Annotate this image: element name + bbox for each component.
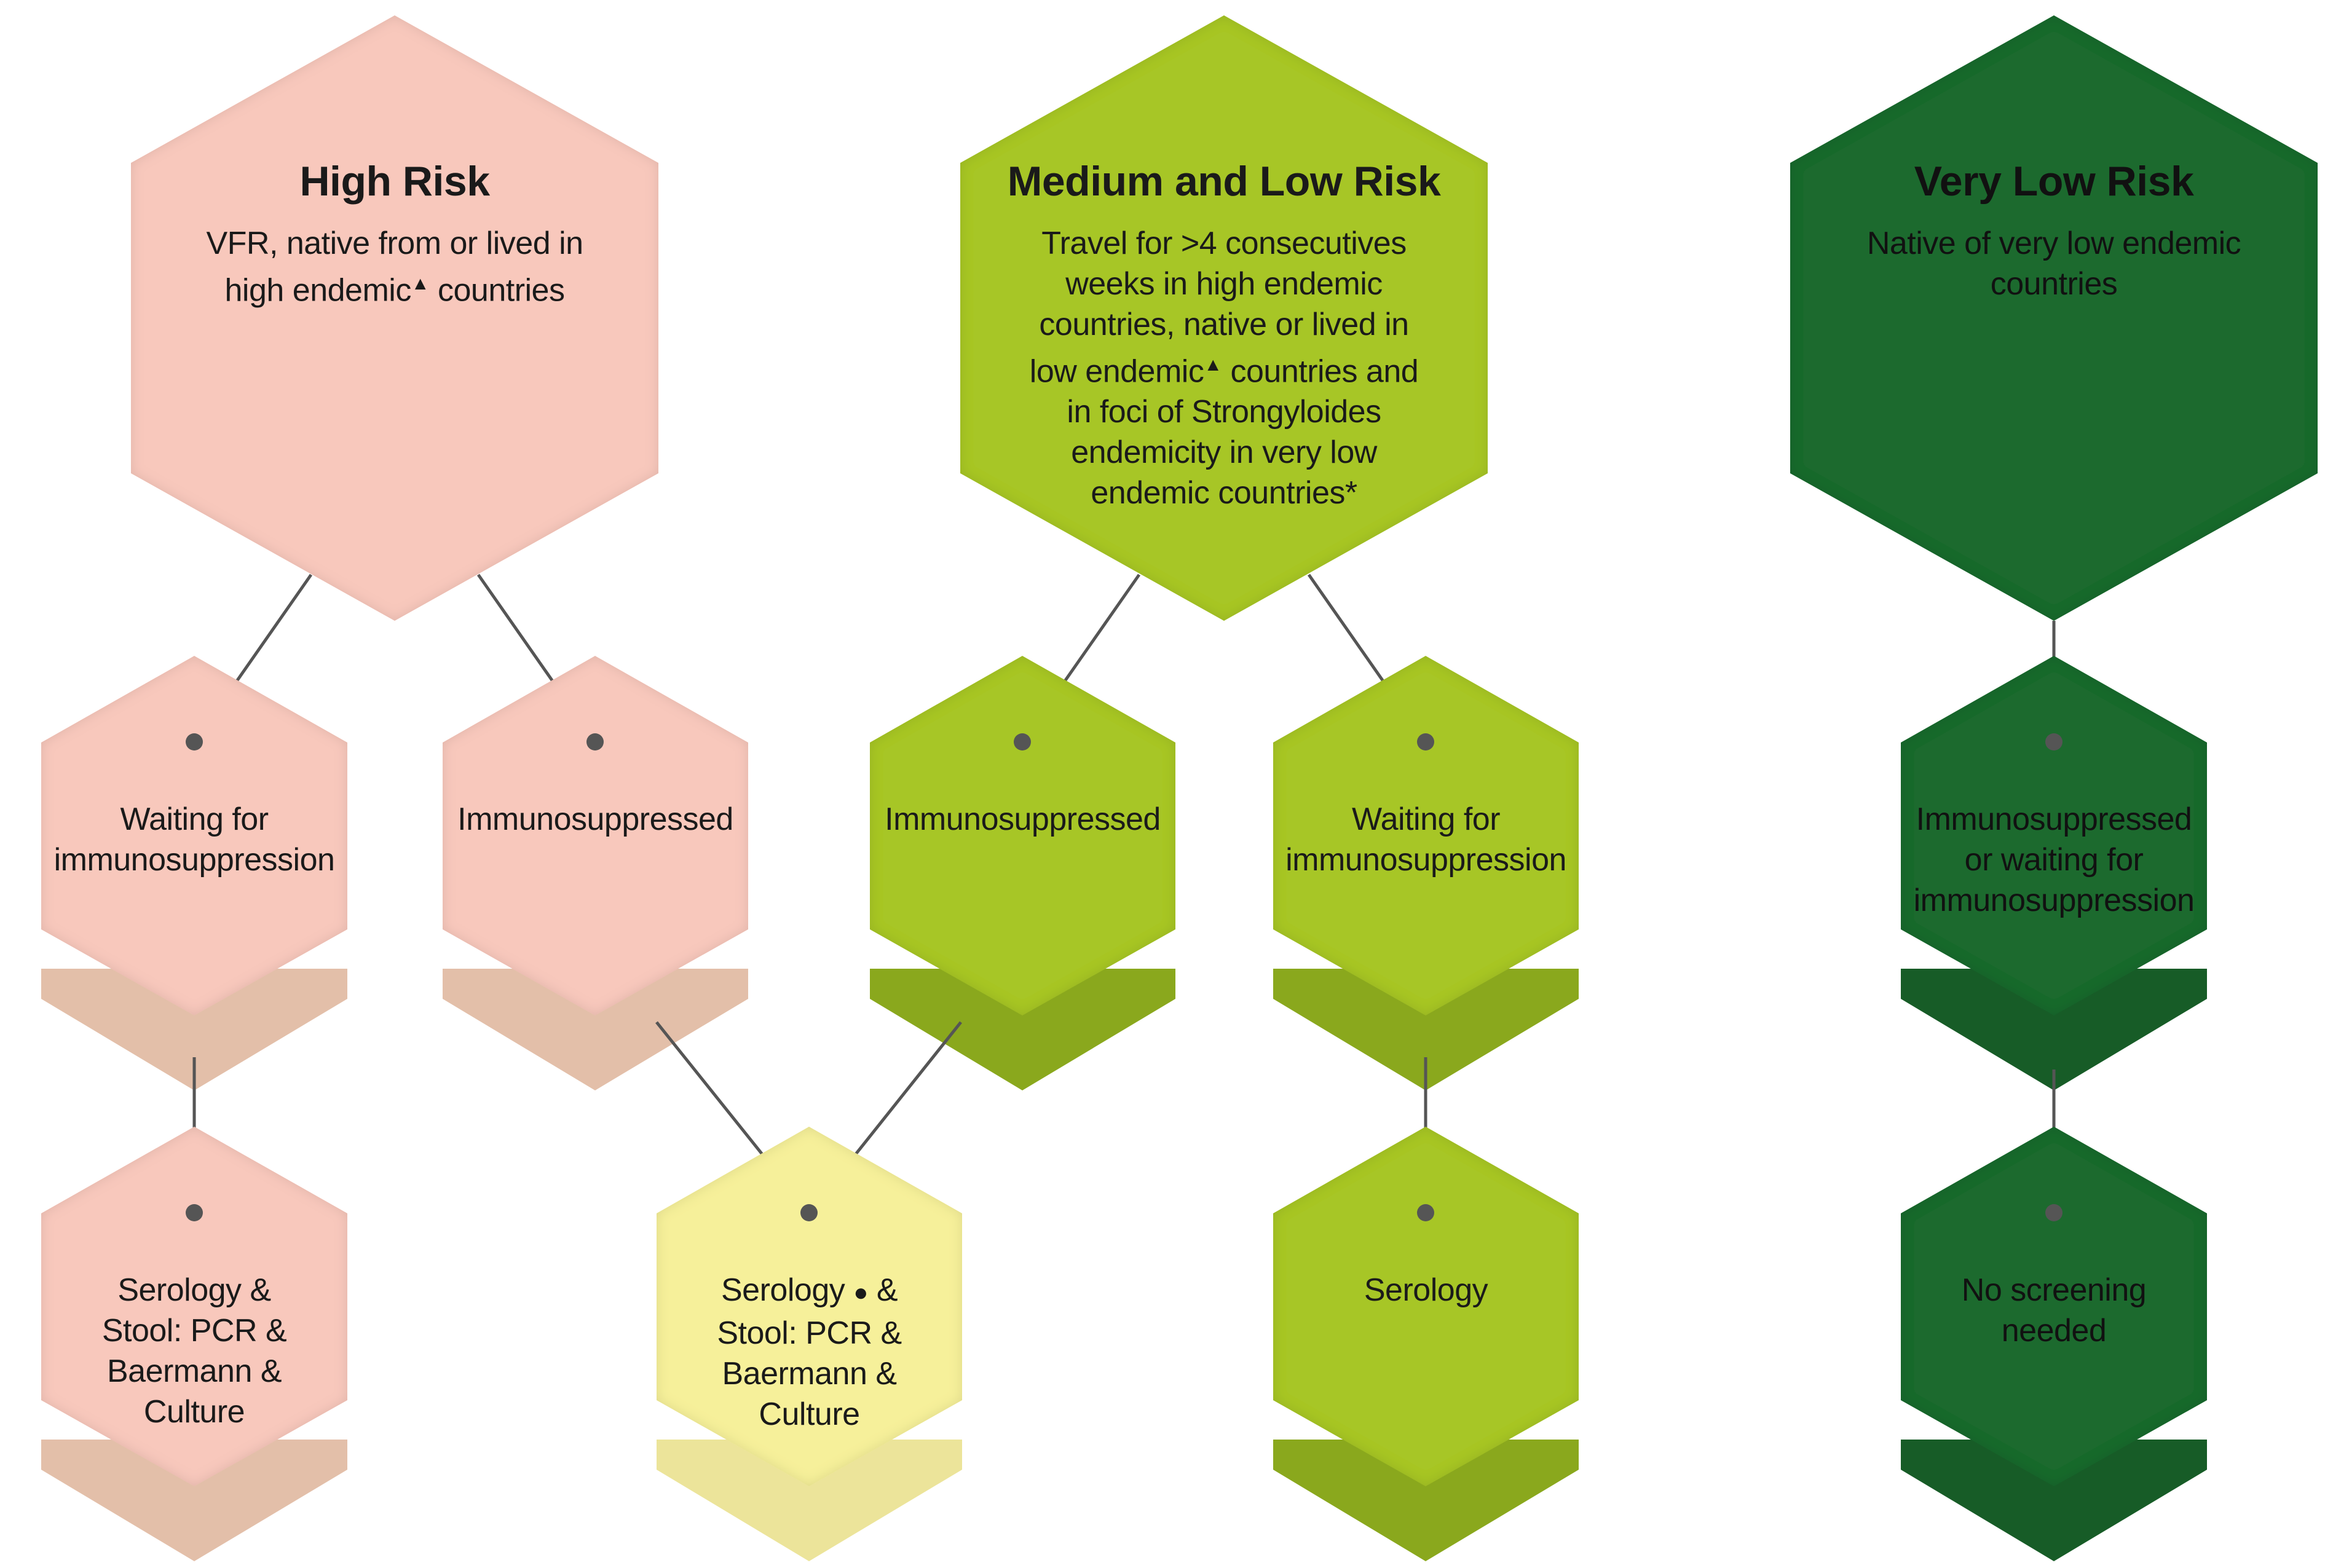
shadow-vl-condition	[1901, 969, 2207, 1090]
combined-line1: Serology ● &	[657, 1270, 962, 1313]
shadow-med-waiting	[1273, 969, 1579, 1090]
dot-high-waiting	[186, 733, 203, 751]
dot-serology	[1417, 1204, 1434, 1221]
hex-serology	[1273, 1127, 1579, 1486]
med-waiting-line1: Waiting for	[1351, 802, 1501, 837]
combined-line3: Baermann &	[722, 1356, 897, 1392]
no-screening-line2: needed	[2001, 1313, 2107, 1349]
high-risk-description: VFR, native from or lived in high endemi…	[149, 223, 641, 310]
vl-condition-label: Immunosuppressed or waiting for immunosu…	[1901, 799, 2207, 921]
vl-condition-line1: Immunosuppressed	[1916, 802, 2192, 837]
hex-no-screening	[1901, 1127, 2207, 1486]
high-waiting-line1: Waiting for	[120, 802, 269, 837]
dot-vl-condition	[2045, 733, 2063, 751]
medium-low-desc-line6: endemicity in very low	[1071, 435, 1377, 471]
serology-line1: Serology	[1364, 1272, 1488, 1308]
hex-high-waiting	[41, 656, 347, 1015]
combined-line2: Stool: PCR &	[717, 1315, 902, 1351]
medium-low-desc-low-endemic: low endemic	[1029, 353, 1204, 390]
shadow-high-immuno	[443, 969, 748, 1090]
shadow-none	[1901, 1440, 2207, 1561]
medium-low-risk-title: Medium and Low Risk	[1007, 158, 1441, 205]
high-full-line2: Stool: PCR &	[101, 1313, 287, 1349]
medium-low-risk-label: Medium and Low Risk Travel for >4 consec…	[966, 157, 1482, 513]
shadow-med-immuno	[870, 969, 1175, 1090]
dot-med-immuno	[1014, 733, 1031, 751]
high-full-screening-label: Serology & Stool: PCR & Baermann & Cultu…	[41, 1270, 347, 1432]
very-low-risk-label: Very Low Risk Native of very low endemic…	[1796, 157, 2312, 304]
vl-condition-line2: or waiting for	[1964, 842, 2144, 878]
high-risk-desc-endemic: high endemic	[224, 272, 412, 309]
dot-med-waiting	[1417, 733, 1434, 751]
high-waiting-line2: immunosuppression	[53, 842, 335, 878]
hex-med-immuno	[870, 656, 1175, 1015]
medium-low-desc-countries-and: countries and	[1230, 353, 1419, 390]
dot-none	[2045, 1204, 2063, 1221]
very-low-desc-line1: Native of very low endemic	[1866, 226, 2241, 261]
hex-combined-screening	[657, 1127, 962, 1486]
shadow-high-waiting	[41, 969, 347, 1090]
medium-low-risk-description: Travel for >4 consecutives weeks in high…	[966, 223, 1482, 513]
dot-high-immuno	[586, 733, 604, 751]
combined-ampersand: &	[876, 1272, 898, 1308]
vl-condition-line3: immunosuppression	[1913, 883, 2195, 918]
very-low-risk-title: Very Low Risk	[1914, 158, 2194, 205]
medium-low-desc-line3: countries, native or lived in	[1039, 307, 1409, 342]
shadow-combined	[657, 1440, 962, 1561]
hex-vl-condition	[1901, 656, 2207, 1015]
med-waiting-line2: immunosuppression	[1285, 842, 1566, 878]
serology-label: Serology	[1273, 1270, 1579, 1310]
shadow-serology	[1273, 1440, 1579, 1561]
hex-high-immuno	[443, 656, 748, 1015]
high-risk-desc-line2: high endemic▲ countries	[149, 264, 641, 310]
hex-med-waiting	[1273, 656, 1579, 1015]
hex-high-full-screening	[41, 1127, 347, 1486]
high-full-line1: Serology &	[117, 1272, 271, 1308]
high-full-line4: Culture	[143, 1394, 245, 1430]
no-screening-line1: No screening	[1961, 1272, 2147, 1308]
no-screening-label: No screening needed	[1901, 1270, 2207, 1351]
very-low-risk-description: Native of very low endemic countries	[1796, 223, 2312, 304]
combined-line4: Culture	[759, 1397, 860, 1432]
shadow-high-full	[41, 1440, 347, 1561]
hex-high-risk	[131, 15, 658, 621]
medium-low-desc-line7: endemic countries*	[1091, 475, 1357, 511]
hexagon-shadows	[41, 969, 2207, 1561]
very-low-desc-line2: countries	[1990, 266, 2118, 302]
medium-low-desc-line5: in foci of Strongyloides	[1067, 394, 1381, 430]
high-risk-title: High Risk	[299, 158, 490, 205]
high-full-line3: Baermann &	[106, 1353, 282, 1389]
medium-low-desc-line1: Travel for >4 consecutives	[1041, 226, 1407, 261]
dot-combined	[800, 1204, 818, 1221]
triangle-marker-icon: ▲	[1204, 355, 1222, 375]
high-risk-desc-countries: countries	[437, 272, 565, 309]
connector-dots	[186, 733, 2063, 1221]
med-waiting-label: Waiting for immunosuppression	[1273, 799, 1579, 880]
high-waiting-label: Waiting for immunosuppression	[41, 799, 347, 880]
hex-medium-low-risk	[960, 15, 1488, 621]
med-immuno-label: Immunosuppressed	[870, 799, 1175, 840]
combined-screening-label: Serology ● & Stool: PCR & Baermann & Cul…	[657, 1270, 962, 1435]
medium-low-desc-line4: low endemic▲ countries and	[966, 345, 1482, 392]
high-immuno-line1: Immunosuppressed	[457, 802, 733, 837]
dot-high-full	[186, 1204, 203, 1221]
triangle-marker-icon: ▲	[411, 274, 430, 294]
bullet-marker-icon: ●	[853, 1279, 868, 1306]
combined-serology: Serology	[721, 1272, 845, 1308]
high-risk-label: High Risk VFR, native from or lived in h…	[149, 157, 641, 310]
medium-low-desc-line2: weeks in high endemic	[1065, 266, 1383, 302]
hexagon-nodes	[41, 15, 2318, 1486]
high-immuno-label: Immunosuppressed	[443, 799, 748, 840]
med-immuno-line1: Immunosuppressed	[885, 802, 1161, 837]
hex-very-low-risk	[1790, 15, 2318, 621]
high-risk-desc-line1: VFR, native from or lived in	[206, 226, 583, 261]
